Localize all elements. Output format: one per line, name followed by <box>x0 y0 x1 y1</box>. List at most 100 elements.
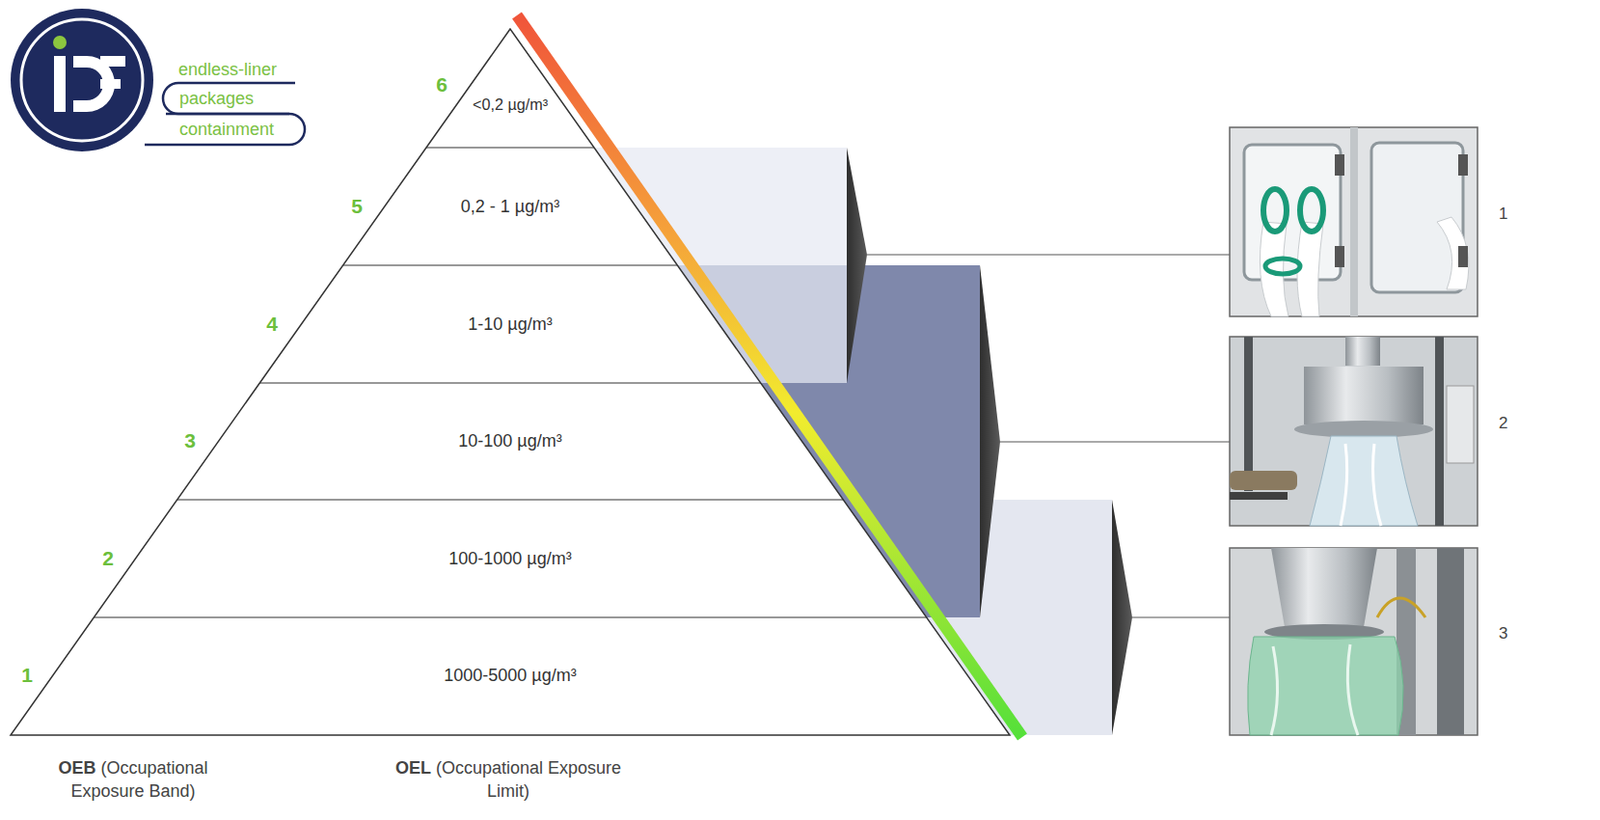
artwork-part <box>1132 617 1230 619</box>
artwork-part <box>10 28 1010 735</box>
oeb-band: 2 100-1000 µg/m³ <box>88 499 932 618</box>
exposure-limit: 1000-5000 µg/m³ <box>443 663 576 687</box>
artwork-part <box>1334 245 1345 268</box>
artwork-part <box>144 113 305 145</box>
artwork-part <box>1244 336 1253 491</box>
isolator-photo <box>1229 127 1478 317</box>
equipment-photo: 1 <box>1229 127 1478 317</box>
logo-tagline: endless-liner <box>178 59 277 80</box>
artwork-part <box>100 55 126 67</box>
artwork-part <box>177 498 843 500</box>
artwork-part <box>1000 441 1230 443</box>
artwork-part <box>1271 644 1358 735</box>
text-slot: 1 <box>7 663 47 687</box>
text-slot: 10-100 µg/m³ <box>458 429 562 453</box>
axis-caption: OEL (Occupational Exposure Limit) <box>387 756 629 803</box>
artwork-part <box>162 82 296 114</box>
artwork-part <box>846 147 868 383</box>
artwork-part <box>1377 597 1426 618</box>
text-slot: 3 <box>170 429 210 453</box>
axis-abbreviation: OEL <box>395 758 432 778</box>
liner-station-photo <box>1229 336 1478 526</box>
text-slot: 0,2 - 1 µg/m³ <box>461 194 560 218</box>
artwork-part <box>1229 470 1298 490</box>
discharge-station-photo <box>1229 547 1478 735</box>
text-slot: 1000-5000 µg/m³ <box>443 663 576 687</box>
artwork-part <box>1229 127 1478 317</box>
text-slot: <0,2 µg/m³ <box>469 92 551 116</box>
oeb-band: 3 10-100 µg/m³ <box>170 382 850 500</box>
artwork-part <box>1435 336 1444 526</box>
artwork-part <box>516 15 1023 737</box>
artwork-part <box>1458 154 1468 176</box>
oeb-band: 4 1-10 µg/m³ <box>252 265 768 383</box>
axis-description: (Occupational Exposure Limit) <box>435 758 622 801</box>
artwork-part <box>426 146 595 148</box>
equipment-photo: 3 <box>1229 547 1478 735</box>
axis-abbreviation: OEB <box>57 758 96 778</box>
band-number: 4 <box>266 312 278 335</box>
artwork-part <box>1111 499 1133 735</box>
band-number: 3 <box>184 429 196 452</box>
artwork-part <box>1244 144 1341 280</box>
text-slot: endless-liner <box>178 59 277 81</box>
artwork-part <box>54 55 66 112</box>
text-slot: 3 <box>1498 623 1508 644</box>
exposure-limit: 0,2 - 1 µg/m³ <box>461 194 560 218</box>
artwork-part <box>10 8 154 152</box>
artwork-part <box>1263 189 1287 232</box>
oeb-band: 5 0,2 - 1 µg/m³ <box>337 147 683 266</box>
oeb-band: 1 1000-5000 µg/m³ <box>7 617 1013 735</box>
artwork-part <box>1345 336 1381 366</box>
artwork-part <box>93 616 927 618</box>
artwork-part <box>1229 336 1478 526</box>
exposure-limit: 100-1000 µg/m³ <box>448 546 571 570</box>
text-slot: packages <box>179 88 254 109</box>
artwork-part <box>1458 245 1468 268</box>
oeb-pyramid <box>10 15 1023 737</box>
artwork-part <box>1229 547 1478 735</box>
axis-caption: OEB (Occupational Exposure Band) <box>36 756 230 803</box>
oeb-band: 6 <0,2 µg/m³ <box>422 28 598 148</box>
artwork-part <box>1271 547 1378 627</box>
artwork-part <box>1265 258 1301 274</box>
artwork-part <box>1229 491 1288 500</box>
artwork-part <box>343 264 678 266</box>
exposure-limit: <0,2 µg/m³ <box>469 92 551 116</box>
artwork-part <box>1294 420 1434 438</box>
artwork-part <box>100 79 121 89</box>
text-slot: 2 <box>88 546 128 570</box>
band-number: 1 <box>21 663 33 686</box>
callout-number: 3 <box>1498 623 1508 643</box>
artwork-part <box>1437 216 1469 290</box>
text-slot: 4 <box>252 312 292 336</box>
exposure-limit: 10-100 µg/m³ <box>458 429 562 453</box>
callout-number: 2 <box>1498 413 1508 433</box>
text-slot: 1-10 µg/m³ <box>467 312 552 336</box>
artwork-part <box>1437 547 1465 735</box>
band-number: 2 <box>102 546 114 570</box>
company-logo <box>10 8 305 152</box>
artwork-part <box>979 265 1001 618</box>
artwork-part <box>867 254 1230 256</box>
artwork-part <box>1340 443 1382 526</box>
text-slot: 5 <box>337 194 377 218</box>
artwork-part <box>1309 435 1418 526</box>
artwork-part <box>1300 189 1324 232</box>
logo-tagline: packages <box>179 88 254 109</box>
text-slot: containment <box>179 119 274 140</box>
exposure-limit: 1-10 µg/m³ <box>467 312 552 336</box>
logo-tagline: containment <box>179 119 274 139</box>
artwork-part <box>53 35 67 50</box>
artwork-part <box>1303 366 1424 425</box>
text-slot: 6 <box>422 73 462 97</box>
equipment-photo: 2 <box>1229 336 1478 526</box>
text-slot: 1 <box>1498 204 1508 224</box>
band-number: 5 <box>351 194 363 217</box>
artwork-part <box>1334 154 1345 176</box>
artwork-part <box>1350 127 1358 317</box>
artwork-part <box>1247 636 1404 735</box>
artwork-part <box>1446 385 1474 463</box>
artwork-part <box>259 381 761 383</box>
